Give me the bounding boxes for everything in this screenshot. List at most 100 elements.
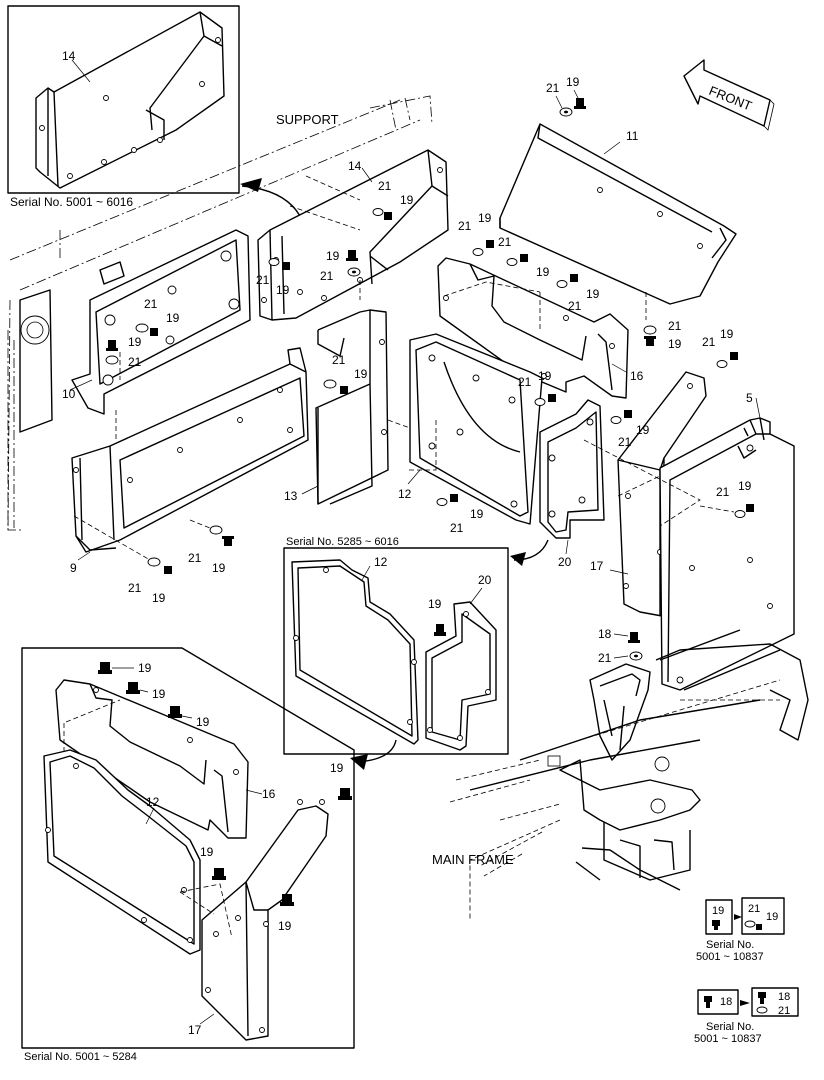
- part-label-19-h: 19: [478, 211, 492, 225]
- serial-note-1: 19 21 19 Serial No. 5001 ~ 10837: [696, 897, 785, 963]
- alignment-lines: [73, 175, 735, 561]
- part-label-21-p: 21: [716, 485, 730, 499]
- note2-line1: Serial No.: [706, 1021, 754, 1033]
- bolt-19-middle: [434, 624, 446, 636]
- part-label-21-j: 21: [568, 299, 582, 313]
- inset-bottom-left: Serial No. 5001 ~ 5284 16 12 17 19: [21, 647, 355, 1063]
- part-label-21-r: 21: [128, 581, 142, 595]
- part-label-21-q: 21: [188, 551, 202, 565]
- part-label-19-j: 19: [586, 287, 600, 301]
- front-arrow: FRONT: [683, 59, 775, 131]
- inset-label-middle: Serial No. 5285 ~ 6016: [286, 536, 399, 548]
- part-label-21-d: 21: [256, 273, 270, 287]
- part-label-21-b: 21: [378, 179, 392, 193]
- part-label-13: 13: [284, 489, 298, 503]
- part-label-19-b4: 19: [330, 761, 344, 775]
- part-label-21-o: 21: [450, 521, 464, 535]
- part-label-21-n: 21: [618, 435, 632, 449]
- note1-line1: Serial No.: [706, 939, 754, 951]
- main-frame-label: MAIN FRAME: [432, 852, 514, 867]
- part-label-19-f: 19: [128, 335, 142, 349]
- part-label-19-b1: 19: [138, 661, 152, 675]
- part-10: 10: [62, 229, 251, 415]
- bolt-19-b5: [212, 868, 226, 880]
- note2-line2: 5001 ~ 10837: [694, 1033, 762, 1045]
- inset-top-left: 14 Serial No. 5001 ~ 6016: [7, 5, 240, 209]
- part-12: 12: [398, 333, 543, 525]
- inset-middle: Serial No. 5285 ~ 6016 12 20 19: [283, 536, 509, 755]
- part-label-19-a: 19: [566, 75, 580, 89]
- part-label-12-bottom: 12: [146, 795, 160, 809]
- part-label-19-k: 19: [668, 337, 682, 351]
- part-label-19-q: 19: [212, 561, 226, 575]
- part-5: 5: [659, 391, 795, 691]
- part-label-20-middle: 20: [478, 573, 492, 587]
- part-11: 11: [499, 123, 737, 305]
- part-label-21-s: 21: [598, 651, 612, 665]
- bolt-19-b6: [280, 894, 294, 906]
- part-label-20: 20: [558, 555, 572, 569]
- part-label-12-middle: 12: [374, 555, 388, 569]
- inset-label-top-left: Serial No. 5001 ~ 6016: [10, 195, 133, 209]
- bolt-19-b3: [168, 706, 182, 718]
- part-label-21-h: 21: [458, 219, 472, 233]
- part-label-16: 16: [630, 369, 644, 383]
- serial-note-2: 18 18 21 Serial No. 5001 ~ 10837: [694, 987, 799, 1045]
- part-label-18-main: 18: [598, 627, 612, 641]
- part-label-21-g: 21: [332, 353, 346, 367]
- part-label-16-bottom: 16: [262, 787, 276, 801]
- part-label-9: 9: [70, 561, 77, 575]
- part-label-21-i: 21: [498, 235, 512, 249]
- part-label-21-e: 21: [144, 297, 158, 311]
- part-label-19-b2: 19: [152, 687, 166, 701]
- part-label-14-inset: 14: [62, 49, 76, 63]
- part-label-19-m: 19: [538, 369, 552, 383]
- part-label-21-c: 21: [320, 269, 334, 283]
- bolt-19-b2: [126, 682, 140, 694]
- part-label-19-l: 19: [720, 327, 734, 341]
- note2-part-18b: 18: [778, 991, 790, 1003]
- part-label-19-b3: 19: [196, 715, 210, 729]
- part-label-21-k: 21: [668, 319, 682, 333]
- support-frame: SUPPORT: [7, 95, 433, 531]
- part-label-19-b6: 19: [278, 919, 292, 933]
- part-label-19-middle: 19: [428, 597, 442, 611]
- part-label-10: 10: [62, 387, 76, 401]
- part-label-19-d: 19: [276, 283, 290, 297]
- part-label-19-b: 19: [400, 193, 414, 207]
- note1-line2: 5001 ~ 10837: [696, 951, 764, 963]
- part-label-5: 5: [746, 391, 753, 405]
- bolt-19-b1: [98, 662, 112, 674]
- note2-part-21: 21: [778, 1005, 790, 1017]
- support-label: SUPPORT: [276, 112, 339, 127]
- note1-part-19b: 19: [766, 911, 778, 923]
- part-label-19-o: 19: [470, 507, 484, 521]
- part-label-19-n: 19: [636, 423, 650, 437]
- part-label-21-m: 21: [518, 375, 532, 389]
- part-label-19-r: 19: [152, 591, 166, 605]
- part-label-19-g: 19: [354, 367, 368, 381]
- part-label-14: 14: [348, 159, 362, 173]
- note1-part-19: 19: [712, 905, 724, 917]
- part-14: 14: [257, 149, 449, 321]
- inset-label-bottom-left: Serial No. 5001 ~ 5284: [24, 1051, 137, 1063]
- part-label-19-p: 19: [738, 479, 752, 493]
- part-label-21-l: 21: [702, 335, 716, 349]
- part-label-21-f: 21: [128, 355, 142, 369]
- part-20: 20: [539, 399, 605, 569]
- bolt-19-b4: [338, 788, 352, 800]
- note2-part-18: 18: [720, 996, 732, 1008]
- part-label-19-c: 19: [326, 249, 340, 263]
- note1-part-21: 21: [748, 903, 760, 915]
- part-label-17: 17: [590, 559, 604, 573]
- part-label-21-a: 21: [546, 81, 560, 95]
- part-13: 13: [284, 309, 389, 505]
- part-label-19-e: 19: [166, 311, 180, 325]
- part-label-11: 11: [626, 129, 639, 143]
- part-label-17-bottom: 17: [188, 1023, 202, 1037]
- part-label-19-i: 19: [536, 265, 550, 279]
- part-9: 9: [70, 347, 309, 575]
- fasteners-main: 21 19 21 19 19 21 21 19 21 19 19 21 21 1…: [105, 75, 754, 665]
